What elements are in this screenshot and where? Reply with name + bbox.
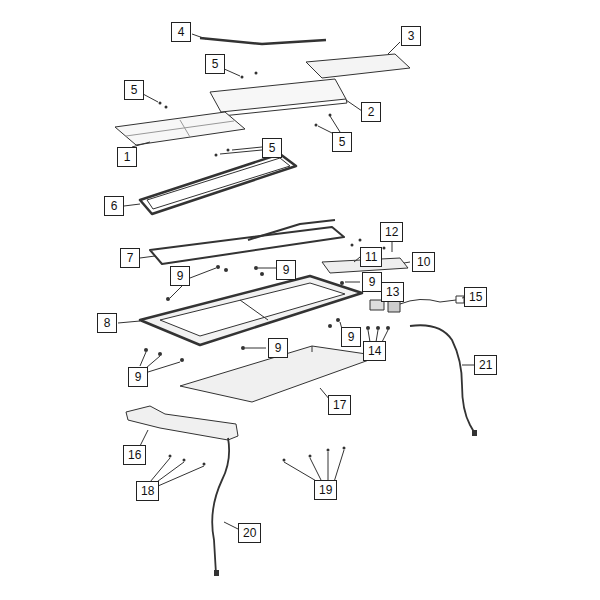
frame-opening [160,283,345,336]
leader-line [284,462,318,482]
leader-line [148,362,180,372]
seal-strip [200,38,326,44]
callout-number: 1 [117,147,137,167]
leader-line [334,450,344,482]
leader-line [124,204,140,206]
leader-line [140,352,146,366]
callout-number: 20 [238,523,261,543]
callout-number: 9 [268,338,288,358]
screws [144,72,477,577]
callout-number: 6 [104,196,124,216]
callout-number: 5 [332,132,352,152]
callout-number: 5 [205,54,225,74]
callout-number: 19 [314,480,337,500]
leader-line [158,466,204,486]
callout-number: 14 [363,341,386,361]
leader-line [392,242,393,252]
leader-line [146,356,160,368]
leader-line [345,282,360,283]
callout-number: 12 [380,222,403,242]
leader-line [150,458,170,482]
leader-line [220,150,262,154]
trim-panel [126,406,238,440]
callout-number: 4 [171,22,191,42]
callout-number: 10 [412,252,435,272]
glass-panel [115,112,245,145]
drain-hose [212,438,229,574]
connector [456,296,464,303]
leader-line [258,268,276,269]
callout-number: 9 [276,260,296,280]
glass-panel [210,79,346,112]
seal-ring [140,154,296,214]
callout-number: 17 [328,395,351,415]
callout-number: 5 [262,138,282,158]
callout-number: 13 [381,282,404,302]
callout-number: 18 [136,481,159,501]
seal-ring-inner [147,158,290,209]
leader-line [328,452,329,482]
seal-frame [150,227,344,264]
callout-number: 8 [97,313,117,333]
leader-line [404,262,410,263]
glass-panel [306,54,410,78]
callout-number: 11 [360,247,382,267]
callout-number: 5 [124,80,144,100]
frame-cross-member [240,300,268,320]
leader-line [388,42,400,54]
leader-line [190,268,216,278]
leader-line [118,321,140,323]
wire [400,299,456,304]
glass-edge [221,99,347,116]
sunroof-frame [140,276,362,345]
glass-seam [126,121,234,136]
callout-number: 2 [361,102,381,122]
callout-number: 9 [341,327,361,347]
leader-line [232,147,262,150]
callout-number: 3 [401,26,421,46]
leader-line [245,348,266,349]
callout-number: 7 [120,248,140,268]
callout-number: 15 [464,287,487,307]
callout-number: 9 [362,272,382,292]
callout-number: 9 [128,367,148,387]
leader-line [330,116,340,132]
leader-line [192,34,206,39]
callout-number: 16 [123,445,146,465]
leader-line [346,100,362,111]
callout-number: 21 [474,355,497,375]
leader-line [310,458,322,482]
leader-line [143,94,158,102]
shade-edge [312,346,313,352]
callout-number: 9 [170,266,190,286]
leader-line [140,256,155,258]
leader-line [140,430,148,446]
seal-strip [248,220,335,240]
drain-hose [410,325,474,432]
